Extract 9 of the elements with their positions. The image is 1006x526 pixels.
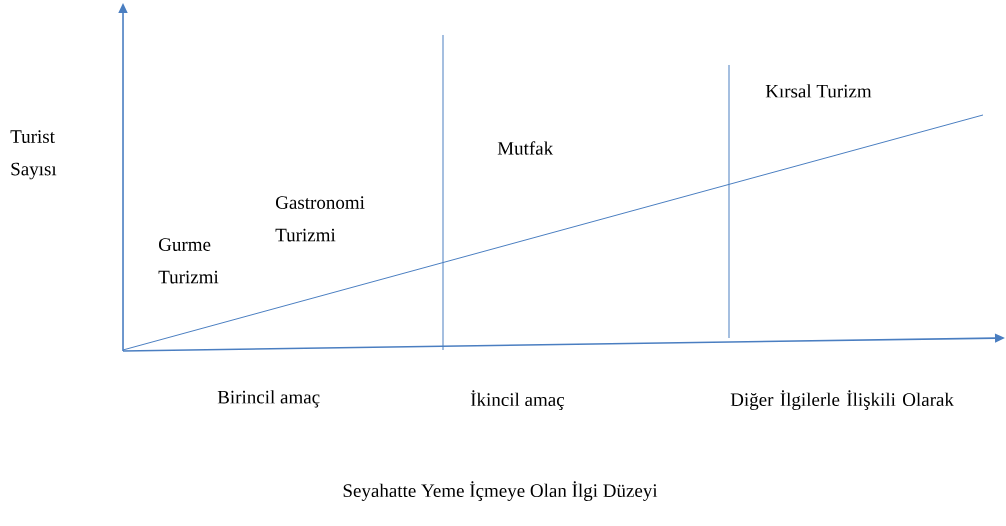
level-label: Birincil amaç: [217, 390, 320, 408]
region-label: Gurme Turizmi: [158, 238, 219, 284]
region-label: Kırsal Turizm: [765, 84, 872, 98]
axis-title: Seyahatte Yeme İçmeye Olan İlgi Düzeyi: [343, 481, 658, 501]
axis-label: Turist Sayısı: [10, 130, 57, 180]
region-label: Gastronomi Turizmi: [275, 196, 365, 242]
region-label: Mutfak: [497, 141, 554, 155]
level-label: Diğer İlgilerle İlişkili Olarak: [730, 390, 954, 410]
level-label: İkincil amaç: [470, 390, 565, 410]
